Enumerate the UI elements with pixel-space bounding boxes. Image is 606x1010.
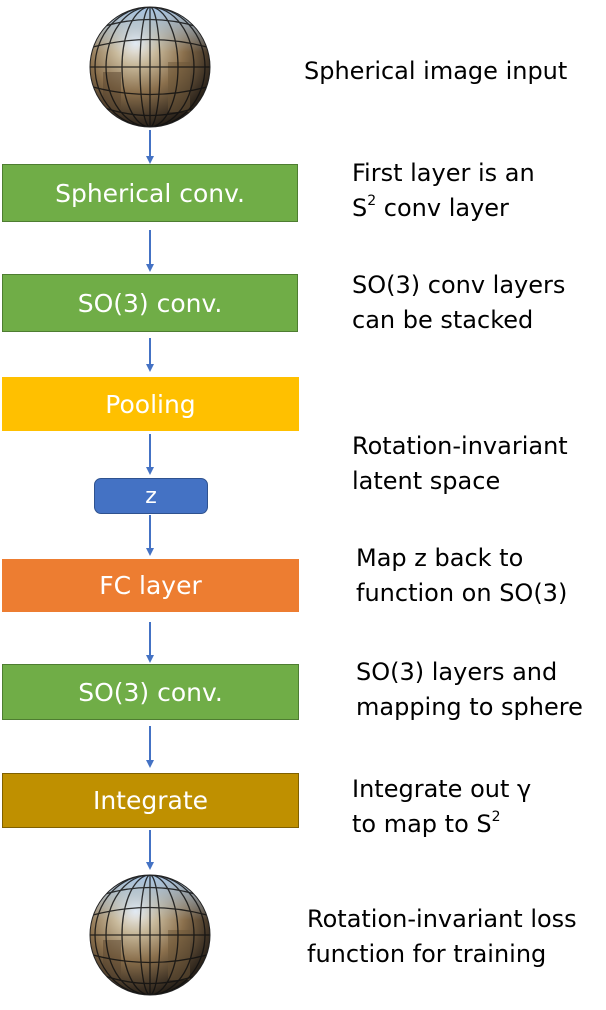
z-box: z — [94, 478, 208, 514]
note-line: S2 conv layer — [352, 191, 535, 226]
note-line: SO(3) conv layers — [352, 271, 566, 299]
note-latent: Rotation-invariant latent space — [352, 429, 568, 499]
note-map-back: Map z back to function on SO(3) — [356, 541, 567, 611]
note-line: mapping to sphere — [356, 693, 583, 721]
note-line: First layer is an — [352, 159, 535, 187]
fc-layer-box: FC layer — [2, 559, 299, 612]
superscript: 2 — [491, 809, 501, 825]
note-text: conv layer — [376, 194, 509, 222]
sphere-image-icon — [89, 874, 211, 996]
note-line: function for training — [307, 940, 547, 968]
note-line: Map z back to — [356, 544, 524, 572]
note-line: SO(3) layers and — [356, 658, 558, 686]
note-line: to map to S2 — [352, 807, 531, 842]
pooling-box: Pooling — [2, 377, 299, 431]
so3-conv-box-1: SO(3) conv. — [2, 274, 298, 332]
superscript: 2 — [367, 193, 377, 209]
note-line: Spherical image input — [304, 57, 568, 85]
note-line: function on SO(3) — [356, 579, 568, 607]
note-integrate: Integrate out γ to map to S2 — [352, 772, 531, 842]
note-line: Rotation-invariant — [352, 432, 568, 460]
spherical-conv-box: Spherical conv. — [2, 164, 298, 222]
integrate-box: Integrate — [2, 773, 299, 828]
note-input: Spherical image input — [304, 54, 567, 89]
note-text: to map to S — [352, 810, 492, 838]
note-so3-stack: SO(3) conv layers can be stacked — [352, 268, 565, 338]
note-text: S — [352, 194, 368, 222]
note-first-layer: First layer is an S2 conv layer — [352, 156, 535, 226]
note-line: can be stacked — [352, 306, 534, 334]
note-loss: Rotation-invariant loss function for tra… — [307, 902, 577, 972]
note-line: latent space — [352, 467, 501, 495]
note-so3-layers: SO(3) layers and mapping to sphere — [356, 655, 583, 725]
note-line: Rotation-invariant loss — [307, 905, 577, 933]
so3-conv-box-2: SO(3) conv. — [2, 664, 299, 720]
sphere-image-icon — [89, 6, 211, 128]
note-line: Integrate out γ — [352, 775, 532, 803]
